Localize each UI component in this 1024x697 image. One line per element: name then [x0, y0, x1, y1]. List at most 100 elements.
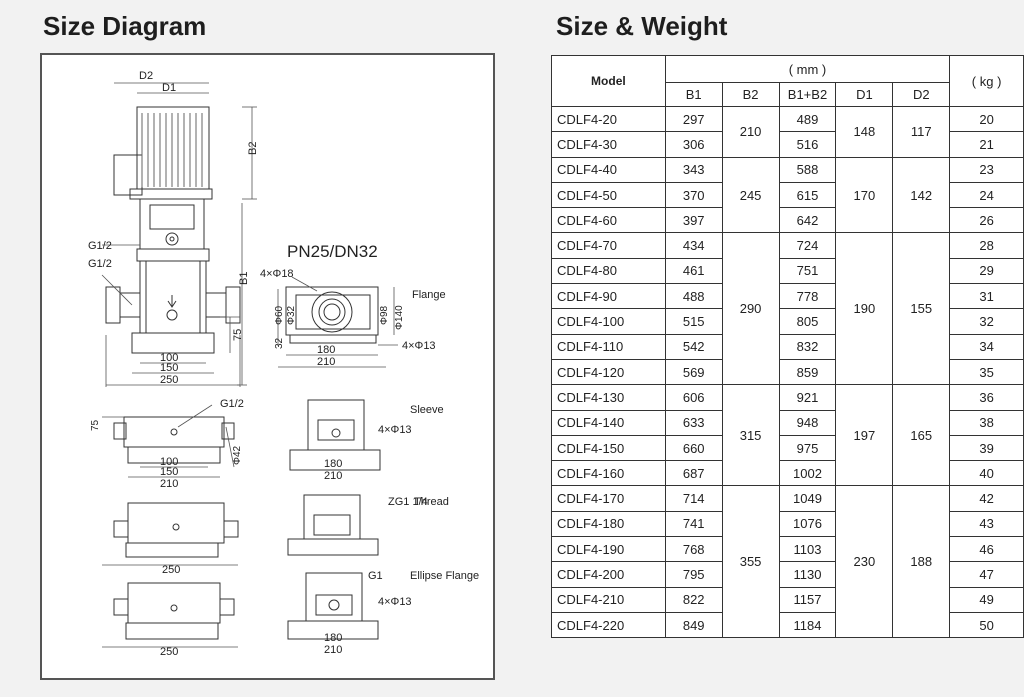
- cell-kg: 32: [949, 308, 1024, 335]
- cell-b1: 569: [664, 358, 723, 386]
- cell-kg: 39: [949, 434, 1024, 462]
- size-diagram: D2 D1 B2 B1 G1/2 G1/2 100 150 250 75 PN2…: [40, 53, 495, 680]
- cell-model: CDLF4-200: [551, 561, 666, 588]
- cell-b2: 290: [721, 232, 780, 386]
- dim-100: 100: [160, 352, 178, 364]
- cell-d2: 117: [892, 106, 951, 158]
- cell-kg: 43: [949, 510, 1024, 538]
- sleeve-base-view: G1/2 100 150 210 Φ42 75: [90, 398, 244, 490]
- cell-b1b2: 832: [778, 333, 837, 360]
- cell-model: CDLF4-170: [551, 485, 666, 512]
- ellipse-210: 210: [324, 644, 342, 656]
- cell-b1: 306: [664, 131, 723, 158]
- pn-title: PN25/DN32: [287, 242, 378, 261]
- cell-b1: 606: [664, 384, 723, 411]
- ellipse-base-view: 250: [102, 582, 238, 658]
- cell-b1: 795: [664, 561, 723, 588]
- flange-bolts: 4×Φ13: [402, 340, 436, 352]
- header-b1: B1: [664, 82, 723, 107]
- header-b2: B2: [721, 82, 780, 107]
- header-kg: ( kg ): [949, 55, 1024, 107]
- cell-b1b2: 1184: [778, 611, 837, 639]
- cell-kg: 20: [949, 105, 1024, 133]
- side-210: 210: [324, 470, 342, 482]
- cell-kg: 28: [949, 232, 1024, 259]
- cell-model: CDLF4-40: [551, 156, 666, 183]
- pump-front-view: D2 D1 B2 B1 G1/2 G1/2 100 150 250 75: [88, 70, 259, 387]
- cell-model: CDLF4-50: [551, 181, 666, 209]
- cell-b1: 660: [664, 434, 723, 462]
- cell-b1: 849: [664, 611, 723, 639]
- cell-b1: 768: [664, 536, 723, 563]
- cell-b1: 542: [664, 333, 723, 360]
- cell-b1b2: 805: [778, 308, 837, 335]
- cell-kg: 24: [949, 181, 1024, 209]
- sleeve-210: 210: [160, 478, 178, 490]
- ellipse-port: G1: [368, 570, 383, 582]
- cell-kg: 47: [949, 561, 1024, 588]
- cell-b1b2: 859: [778, 358, 837, 386]
- pump-drawing: D2 D1 B2 B1 G1/2 G1/2 100 150 250 75 PN2…: [88, 70, 479, 658]
- cell-model: CDLF4-70: [551, 232, 666, 259]
- flange-180: 180: [317, 344, 335, 356]
- cell-kg: 46: [949, 536, 1024, 563]
- cell-b1: 714: [664, 485, 723, 512]
- dim-75: 75: [232, 329, 244, 341]
- thread-250: 250: [162, 564, 180, 576]
- b1-label: B1: [238, 272, 250, 285]
- cell-b1b2: 615: [778, 181, 837, 209]
- cell-b1b2: 1130: [778, 561, 837, 588]
- cell-kg: 35: [949, 358, 1024, 386]
- cell-b1: 397: [664, 207, 723, 234]
- ellipse-bolts: 4×Φ13: [378, 596, 412, 608]
- cell-kg: 21: [949, 131, 1024, 158]
- phi32: Φ32: [286, 305, 297, 325]
- cell-model: CDLF4-210: [551, 586, 666, 613]
- d2-label: D2: [139, 70, 153, 82]
- cell-b1b2: 778: [778, 283, 837, 310]
- cell-b1: 297: [664, 105, 723, 133]
- cell-kg: 42: [949, 485, 1024, 512]
- cell-d1: 170: [835, 156, 894, 234]
- cell-kg: 29: [949, 257, 1024, 285]
- cell-model: CDLF4-100: [551, 308, 666, 335]
- cell-d2: 188: [892, 485, 951, 639]
- ellipse-side-view: G1 Ellipse Flange 4×Φ13 180 210: [287, 570, 479, 656]
- cell-b1: 687: [664, 460, 723, 487]
- cell-model: CDLF4-110: [551, 333, 666, 360]
- header-b1b2: B1+B2: [778, 82, 837, 107]
- side-180: 180: [324, 458, 342, 470]
- cell-d2: 155: [892, 232, 951, 386]
- thread-side-view: ZG1 1/4 Thread: [287, 494, 449, 556]
- cell-model: CDLF4-60: [551, 207, 666, 234]
- cell-kg: 26: [949, 207, 1024, 234]
- thread-port: ZG1 1/4: [388, 496, 428, 508]
- cell-model: CDLF4-190: [551, 536, 666, 563]
- cell-kg: 38: [949, 409, 1024, 436]
- cell-b1b2: 1002: [778, 460, 837, 487]
- ellipse-250: 250: [160, 646, 178, 658]
- sleeve-100: 100: [160, 456, 178, 468]
- cell-kg: 23: [949, 156, 1024, 183]
- size-weight-table: Model ( mm ) ( kg ) B1 B2 B1+B2 D1 D2 CD…: [551, 55, 1024, 639]
- cell-b1: 741: [664, 510, 723, 538]
- cell-b1: 633: [664, 409, 723, 436]
- diagram-title: Size Diagram: [43, 11, 207, 41]
- cell-b2: 245: [721, 156, 780, 234]
- cell-model: CDLF4-90: [551, 283, 666, 310]
- cell-b1b2: 1049: [778, 485, 837, 512]
- cell-kg: 36: [949, 384, 1024, 411]
- d1-label: D1: [162, 82, 176, 94]
